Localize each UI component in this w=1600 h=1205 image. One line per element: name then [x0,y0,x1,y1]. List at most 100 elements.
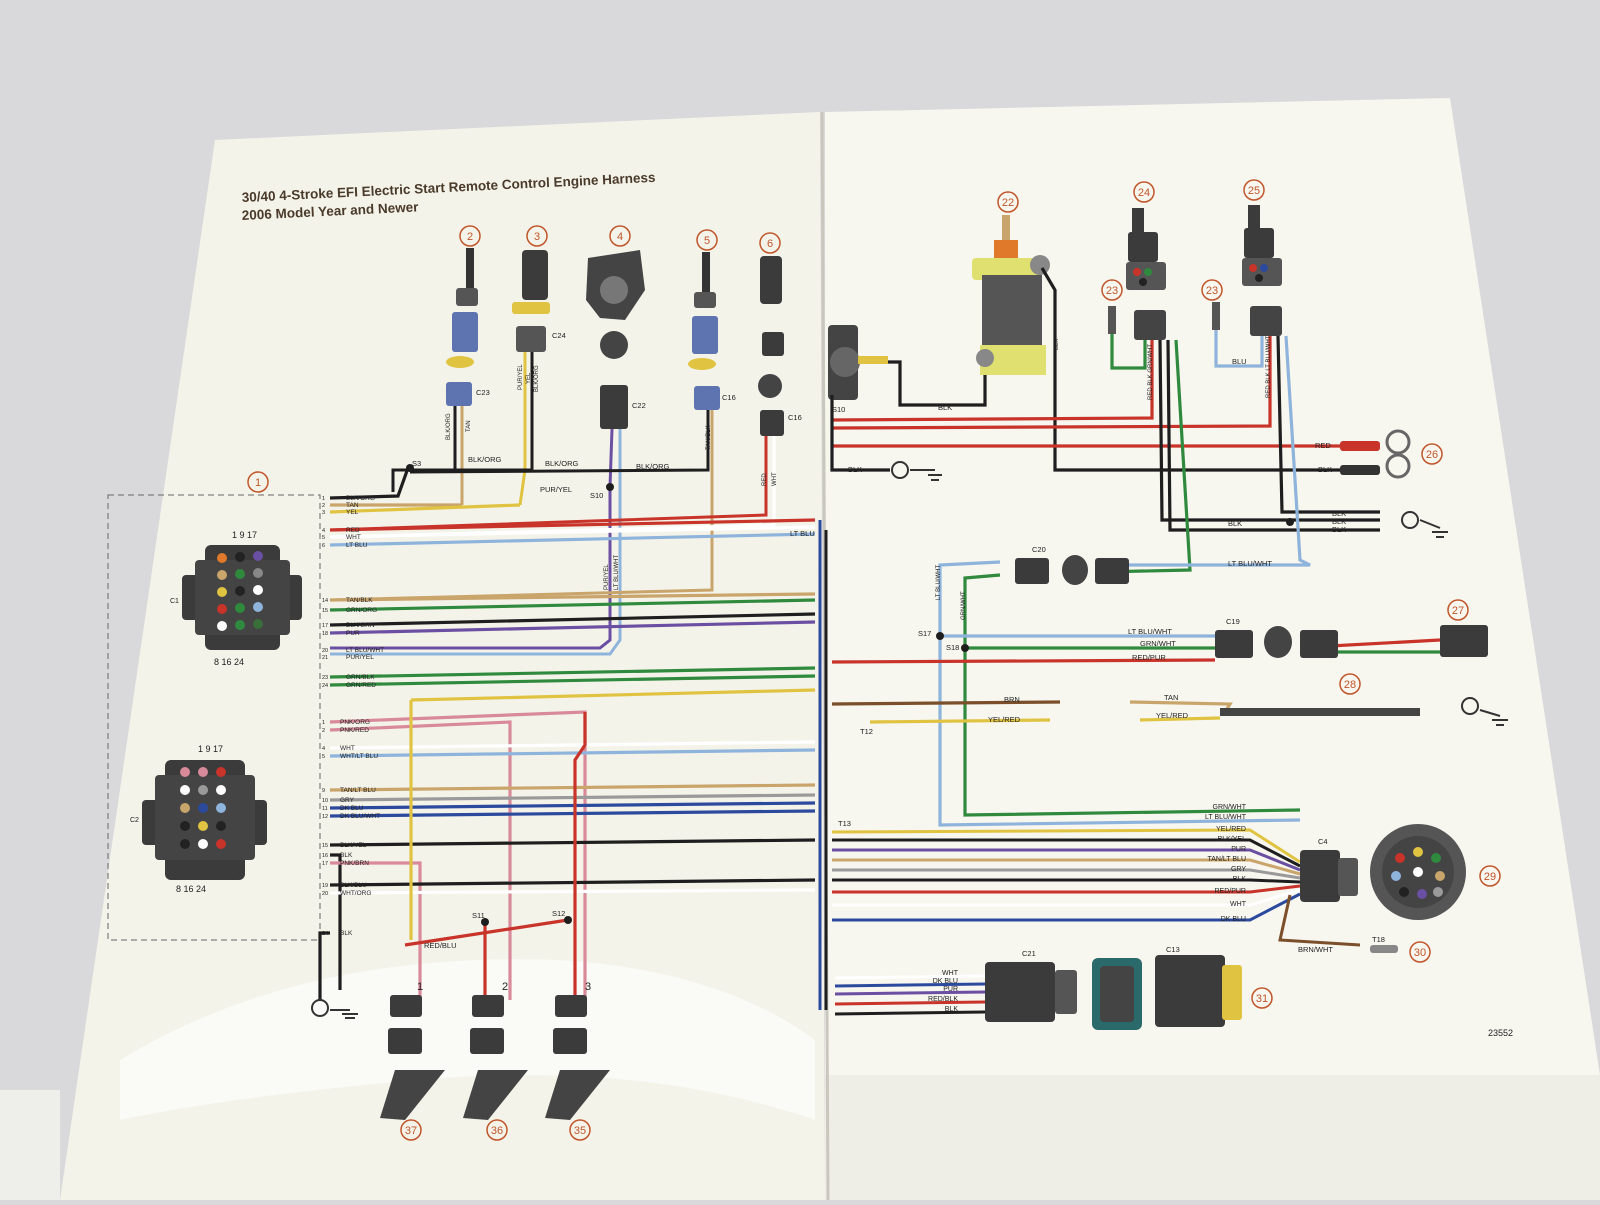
callout-37: 37 [400,1119,422,1141]
sensor-28-cable [1220,708,1420,716]
c4-harness [818,520,1361,1010]
splice-blk-right [1286,518,1294,526]
label-r-brnwht: BRN/WHT [1298,945,1333,954]
c2-wire-label: WHT [340,745,355,752]
c2-pins-bottom: 8 16 24 [176,884,206,894]
callout-number: 1 [255,477,261,489]
label-r-c19: C19 [1226,617,1240,626]
c21-wire-label: PUR [943,986,958,993]
splice-s12 [564,916,572,924]
sensor-5 [688,252,720,410]
page-edge-left [0,1090,60,1200]
sensor-6 [758,256,784,436]
c2-pin-number: 17 [322,861,328,867]
c1-wire-label: LT BLU/WHT [346,647,384,654]
c2-wire-label: GRY [340,797,355,804]
label-r-blk4: BLK [1332,509,1346,518]
label-r-t13: T13 [838,819,851,828]
label-r-s18: S18 [946,643,959,652]
callout-27: 27 [1447,599,1469,621]
c2-wire-label: TAN/LT BLU [340,787,376,794]
label-v-red: RED [762,473,768,486]
label-inj3: 3 [585,981,591,993]
label-r-v-ltbluwht: LT BLU/WHT [936,565,942,600]
c2-pin-number: 24 [322,931,328,937]
callout-28: 28 [1339,673,1361,695]
c1-pins-top: 1 9 17 [232,530,257,540]
c2-pin-number: 12 [322,814,328,820]
c1-pin-number: 2 [322,503,325,509]
callout-number: 23 [1106,285,1118,297]
c1-wires [329,467,816,687]
c2-label: C2 [130,817,139,824]
c2-pin-number: 15 [322,843,328,849]
splice-s11 [481,918,489,926]
callout-25: 25 [1243,179,1265,201]
callout-number: 30 [1414,947,1426,959]
callout-26: 26 [1421,443,1443,465]
fuse-23b [1212,302,1220,330]
c2-pin-number: 5 [322,754,325,760]
callout-23: 23 [1201,279,1223,301]
injector-3 [545,995,610,1120]
c2-wire-label: DK BLU/WHT [340,813,380,820]
label-r-yelred2: YEL/RED [1156,711,1189,720]
sensor-4 [586,250,645,429]
c21-wire-label: RED/BLK [928,996,958,1003]
label-r-c21: C21 [1022,949,1036,958]
c1-wire-label: TAN/BLK [346,597,373,604]
c1-pin-number: 4 [322,528,325,534]
label-c22: C22 [632,401,646,410]
label-r-c20: C20 [1032,545,1046,554]
callout-number: 6 [767,238,773,250]
callout-4: 4 [609,225,631,247]
label-r-c13: C13 [1166,945,1180,954]
c1-pin-number: 3 [322,510,325,516]
c2-wires [318,688,816,1000]
c1-pin-number: 6 [322,543,325,549]
callout-31: 31 [1251,987,1273,1009]
splice-s17 [936,632,944,640]
callout-number: 35 [574,1125,586,1137]
callout-22: 22 [997,191,1019,213]
label-blkorg1: BLK/ORG [468,455,502,464]
c1-pin-number: 17 [322,623,328,629]
c4-wire-label: DK BLU [1221,916,1246,923]
label-r-blk5: BLK [1332,517,1346,526]
connector-c4 [1300,850,1358,902]
c2-wire-label: BLK/BLU [340,882,367,889]
label-r-blk3: BLK [1228,519,1242,528]
ground-right-1 [891,461,942,481]
label-r-red-term: RED [1315,441,1331,450]
label-v-tan: TAN [466,420,472,432]
c2-wire-label: WHT/ORG [340,890,371,897]
callout-30: 30 [1409,941,1431,963]
label-v-tanblk: TAN/BLK [706,425,712,450]
label-blkorg3: BLK/ORG [636,462,670,471]
label-r-blk2: BLK [848,465,862,474]
fuse-23a [1108,306,1116,334]
label-s3: S3 [412,459,421,468]
c4-wire-label: BLK [1233,876,1247,883]
splice-s3 [406,464,414,472]
ground-right-2 [1401,511,1448,538]
label-r-s10: S10 [832,405,845,414]
c2-wire-label: PNK/BRN [340,860,369,867]
c4-wire-label: GRY [1231,866,1246,873]
c1-wire-label: YEL [346,509,359,516]
c2-wire-label: BLK/YEL [340,842,367,849]
label-r-c4: C4 [1318,837,1328,846]
label-s12: S12 [552,909,565,918]
c4-wire-label: YEL/RED [1216,826,1246,833]
c2-pin-number: 1 [322,720,325,726]
c2-pins-top: 1 9 17 [198,744,223,754]
c2-pin-number: 9 [322,788,325,794]
label-v-blkorg2: BLK/ORG [534,365,540,392]
connector-c13 [1155,955,1242,1027]
label-r-ltbluwht: LT BLU/WHT [1228,559,1272,568]
c1-wire-label: TAN [346,502,359,509]
c21-wire-label: WHT [942,970,959,977]
c1-label: C1 [170,598,179,605]
